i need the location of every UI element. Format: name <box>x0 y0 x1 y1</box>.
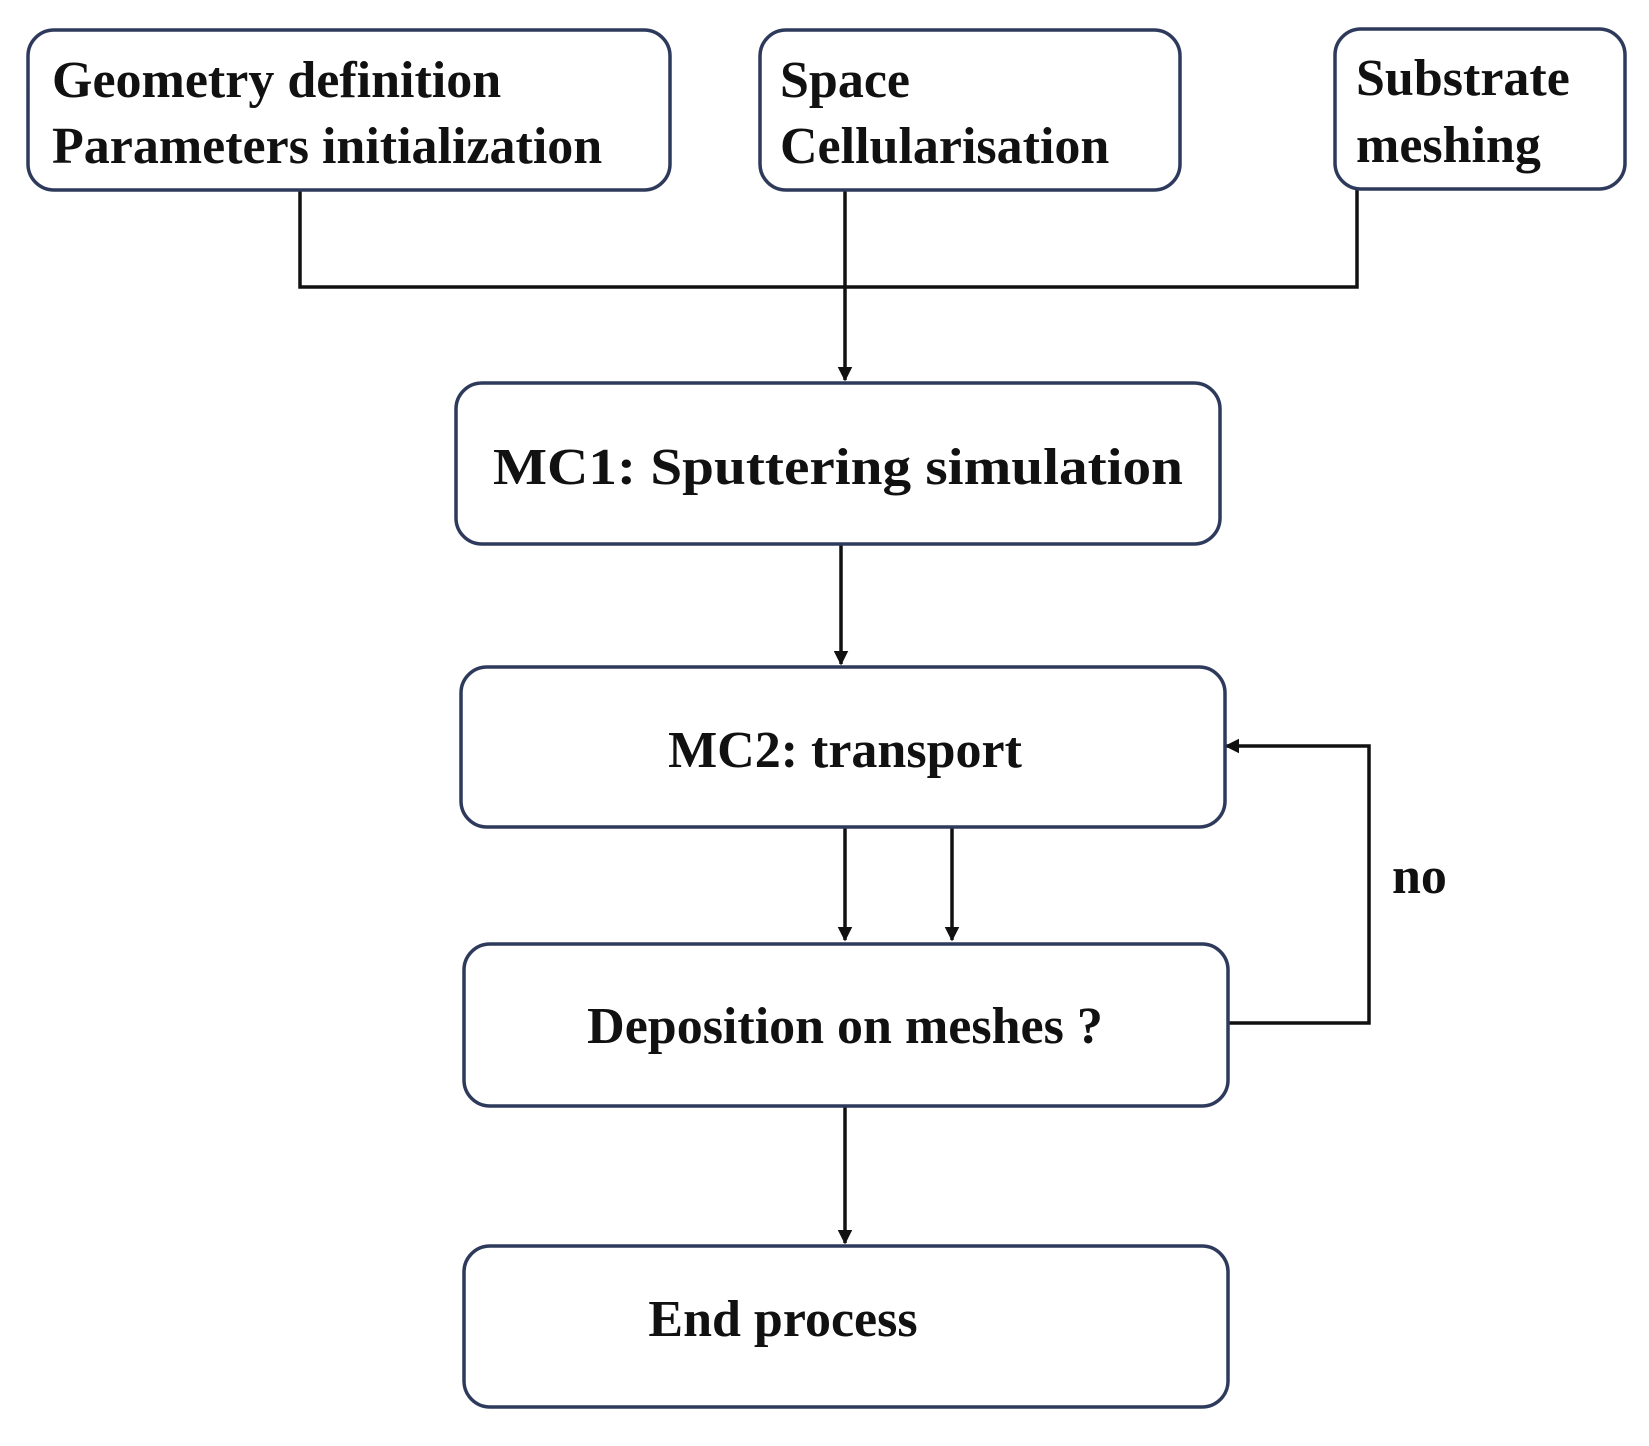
end-label: End process <box>648 1291 917 1348</box>
node-deposition-decision: Deposition on meshes ? <box>462 942 1230 1108</box>
geometry-line-1: Geometry definition <box>52 52 501 109</box>
node-space-cellularisation: Space Cellularisation <box>758 28 1182 192</box>
arrow-deposition-loop-to-mc2 <box>1224 738 1371 1025</box>
connectors <box>298 189 1371 1245</box>
geometry-line-2: Parameters initialization <box>52 118 602 175</box>
node-end-process: End process <box>462 1244 1230 1409</box>
mc1-label: MC1: Sputtering simulation <box>493 439 1183 496</box>
deposition-label: Deposition on meshes ? <box>587 998 1103 1055</box>
node-mc1-sputtering: MC1: Sputtering simulation <box>454 381 1222 546</box>
substrate-line-2: meshing <box>1356 117 1541 174</box>
node-substrate-meshing: Substrate meshing <box>1333 27 1627 191</box>
loop-label-no: no <box>1392 848 1447 905</box>
substrate-line-1: Substrate <box>1356 50 1570 107</box>
node-geometry-definition: Geometry definition Parameters initializ… <box>26 28 672 192</box>
node-mc2-transport: MC2: transport <box>459 665 1227 829</box>
space-line-2: Cellularisation <box>780 118 1109 175</box>
mc2-label: MC2: transport <box>668 722 1023 779</box>
space-line-1: Space <box>780 52 910 109</box>
connector-geometry-to-merge <box>298 189 1359 289</box>
